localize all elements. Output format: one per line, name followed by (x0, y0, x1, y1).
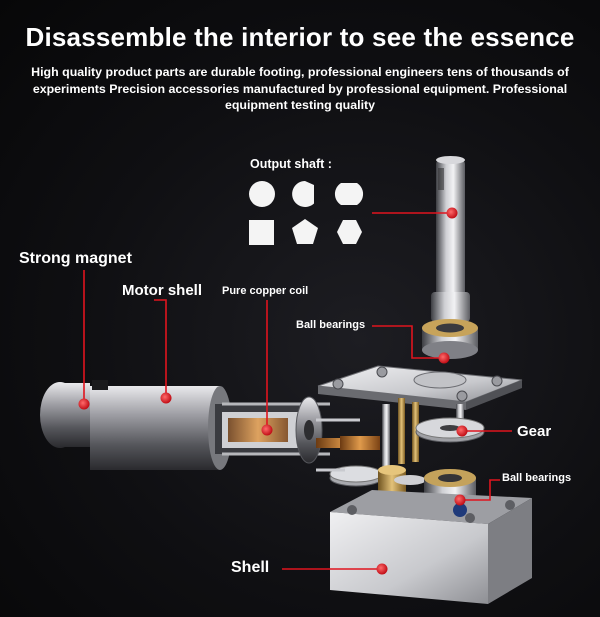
gear-plate (317, 365, 523, 410)
ball-bearings-bottom-marker (454, 494, 466, 506)
double-d-shaft-icon (334, 183, 364, 205)
d-shaft-icon (292, 181, 314, 207)
page-title: Disassemble the interior to see the esse… (25, 22, 575, 52)
label-gear: Gear (517, 423, 552, 440)
label-strong-magnet: Strong magnet (19, 250, 132, 267)
gear-marker (456, 425, 468, 437)
label-ball-bearings-bottom: Ball bearings (502, 472, 572, 484)
motor (40, 380, 380, 472)
callout-dots (78, 207, 468, 575)
shaft-shape-icons (249, 181, 364, 245)
label-pure-copper-coil: Pure copper coil (222, 285, 309, 297)
square-shaft-icon (249, 220, 274, 245)
pentagon-shaft-icon (292, 219, 318, 244)
callout-lines (83, 212, 512, 570)
round-shaft-icon (249, 181, 275, 207)
page-subtitle: High quality product parts are durable f… (31, 65, 569, 112)
hexagon-shaft-icon (337, 220, 362, 244)
motor-shell-marker (160, 392, 172, 404)
label-shell: Shell (231, 559, 270, 576)
output-shaft-marker (446, 207, 458, 219)
shell-marker (376, 563, 388, 575)
label-ball-bearings-top: Ball bearings (296, 319, 366, 331)
strong-magnet-marker (78, 398, 90, 410)
ball-bearings-top-marker (438, 352, 450, 364)
copper-coil-marker (261, 424, 273, 436)
label-output-shaft: Output shaft : (250, 157, 332, 171)
output-shaft (422, 156, 478, 359)
gearbox-shell (330, 490, 532, 604)
label-motor-shell: Motor shell (122, 282, 203, 299)
